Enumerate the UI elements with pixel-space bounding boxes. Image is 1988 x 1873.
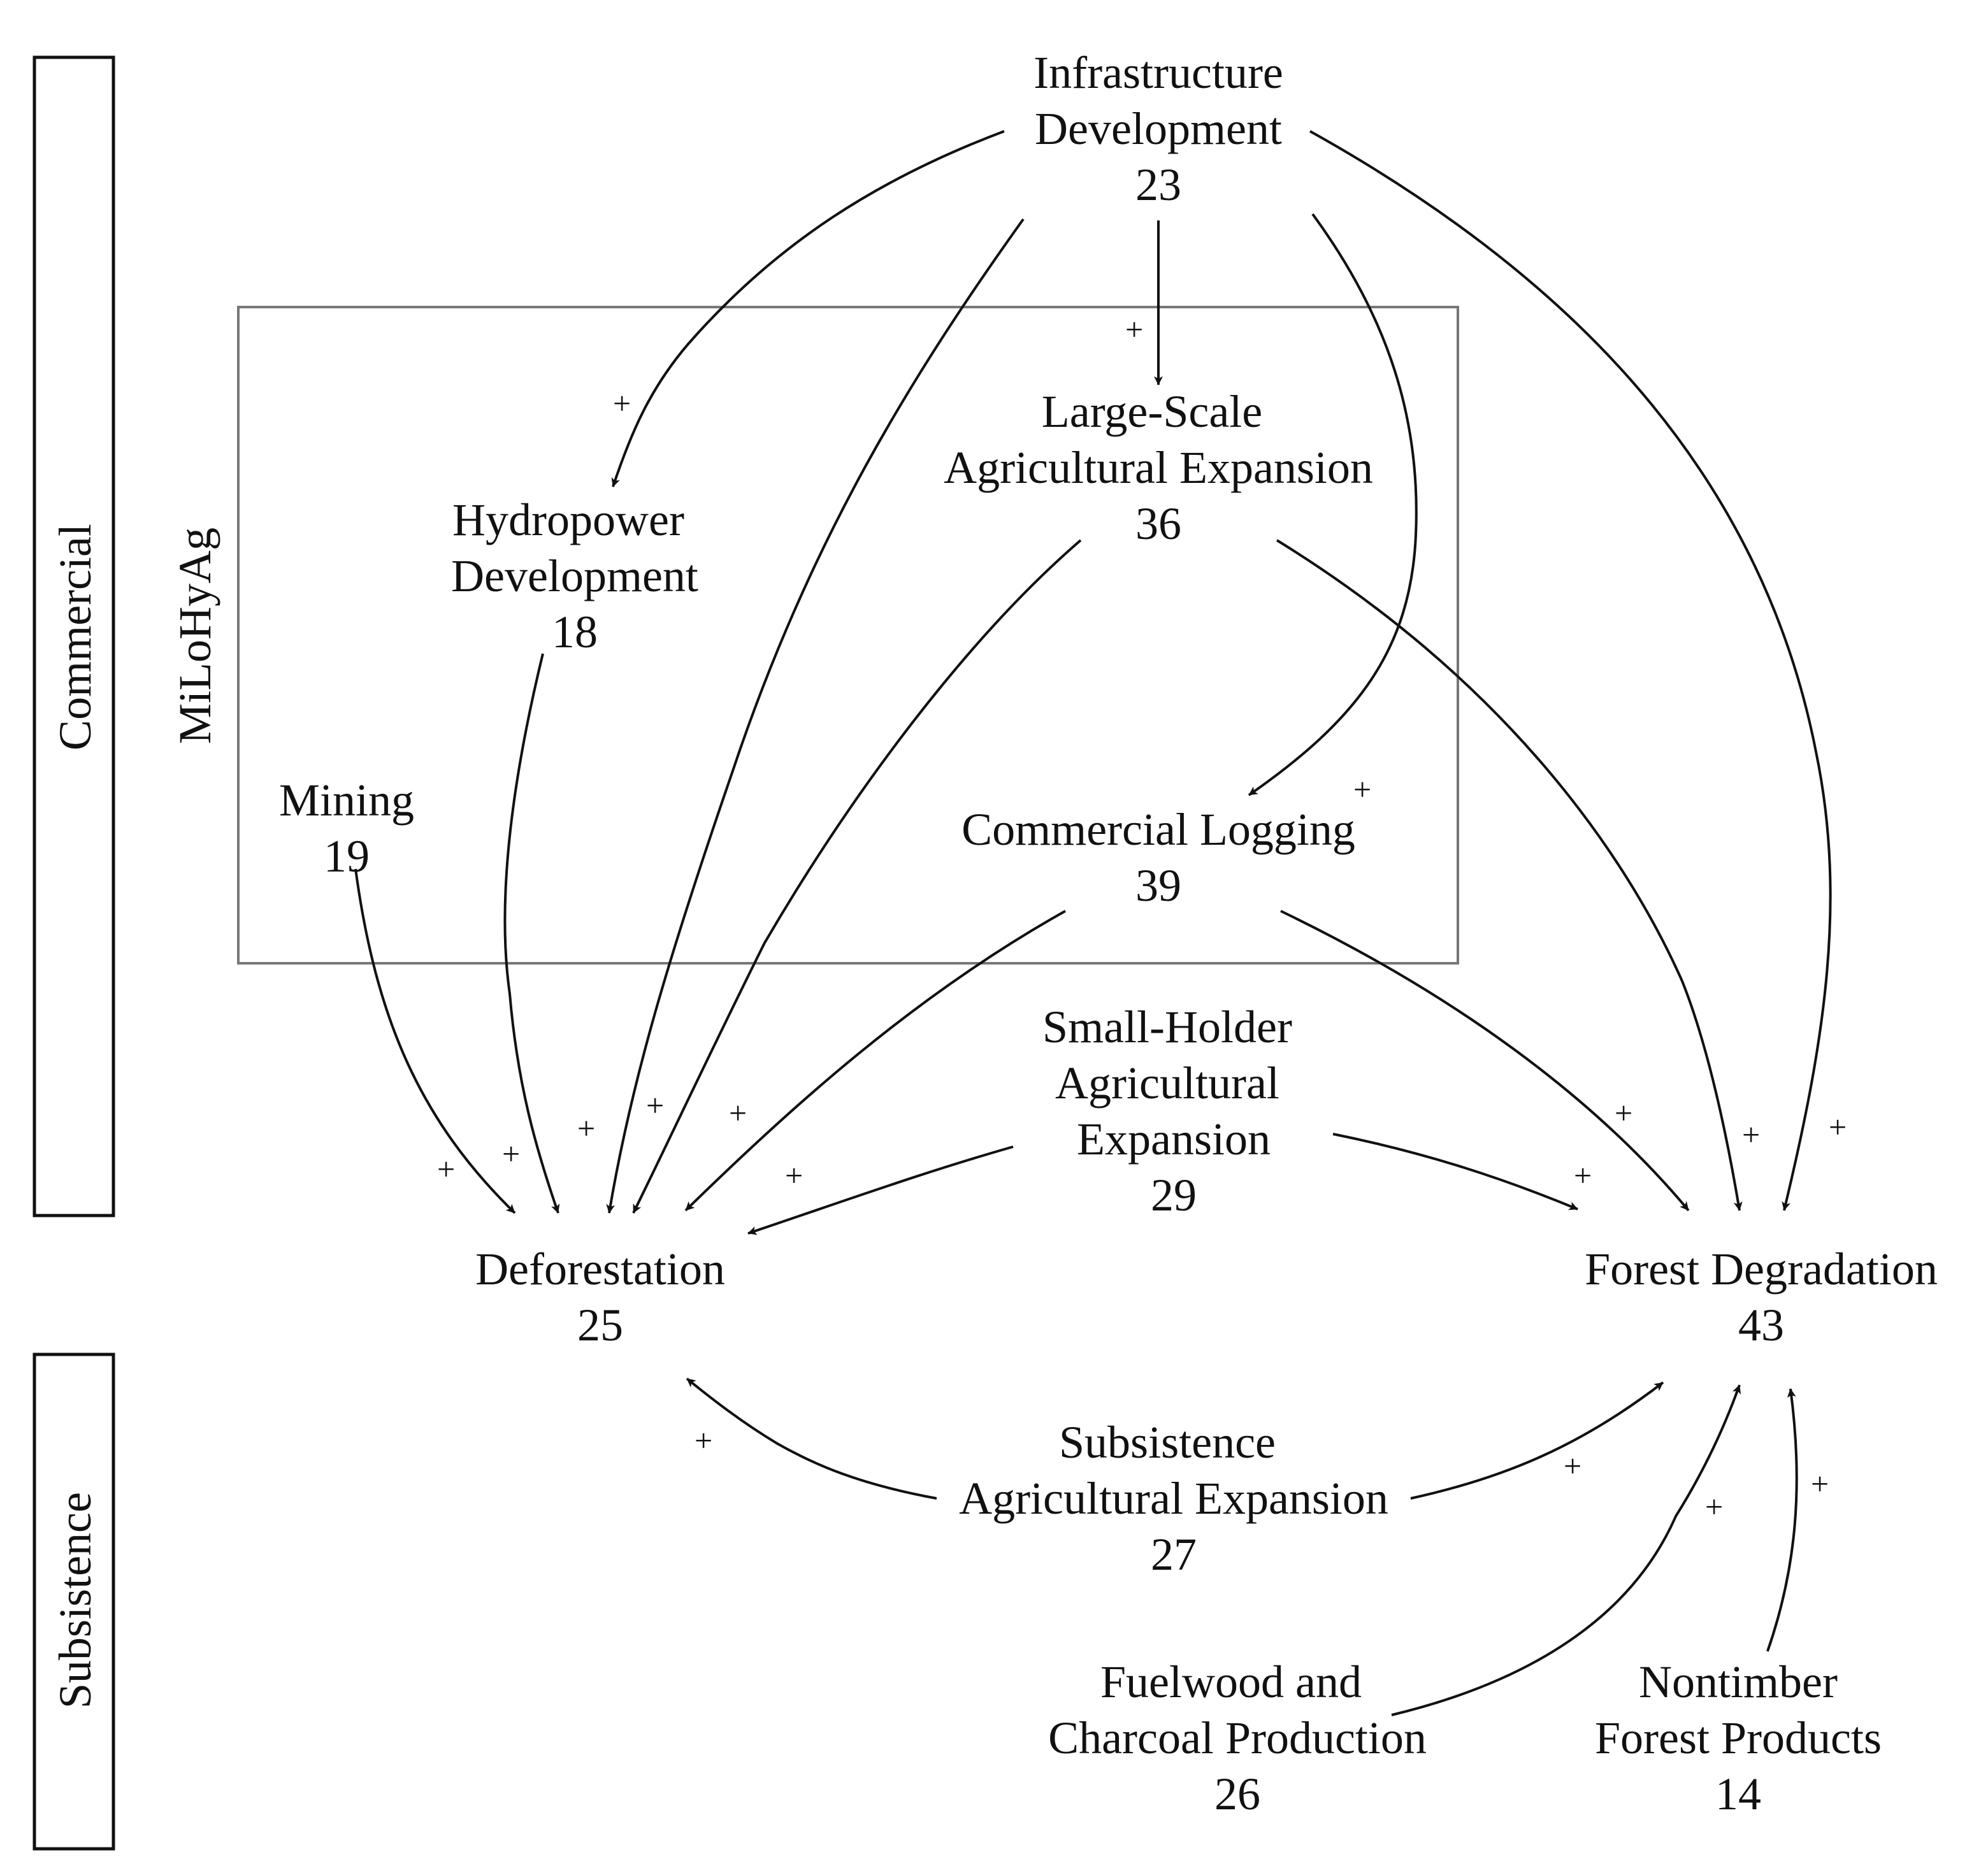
subsistence-side-box: Subsistence (32, 1353, 115, 1851)
svg-text:Commercial Logging: Commercial Logging (962, 804, 1355, 855)
svg-text:Fuelwood and: Fuelwood and (1100, 1656, 1362, 1707)
edge-mining-deforestation (354, 868, 516, 1214)
edge-largescale-deforestation (632, 539, 1082, 1214)
edge-infrastructure-deforestation (606, 218, 1025, 1214)
commercial-label: Commercial (50, 524, 101, 750)
svg-text:Deforestation: Deforestation (475, 1244, 725, 1295)
svg-text:27: 27 (1151, 1529, 1197, 1580)
node-commercial-logging: Commercial Logging 39 (962, 804, 1355, 911)
sign-infrastructure-hydropower: + (613, 385, 631, 421)
sign-infrastructure-deforestation: + (577, 1110, 595, 1146)
edge-infrastructure-logging (1248, 213, 1418, 796)
edge-fuelwood-degradation (1391, 1384, 1741, 1716)
svg-text:36: 36 (1135, 498, 1181, 549)
svg-text:Infrastructure: Infrastructure (1034, 47, 1283, 98)
sign-subsistence-degradation: + (1564, 1448, 1581, 1484)
svg-text:Forest Degradation: Forest Degradation (1585, 1244, 1938, 1295)
node-infrastructure-development: Infrastructure Development 23 (1034, 47, 1283, 210)
sign-logging-deforestation: + (729, 1095, 747, 1131)
edge-nontimber-degradation (1766, 1388, 1798, 1652)
edge-smallholder-degradation (1332, 1133, 1578, 1210)
svg-text:43: 43 (1738, 1300, 1784, 1351)
svg-text:Hydropower: Hydropower (452, 494, 684, 545)
node-forest-degradation: Forest Degradation 43 (1585, 1244, 1938, 1351)
edge-signs: + + + + + + + + + + + + + + + + + (437, 312, 1847, 1525)
svg-text:19: 19 (324, 831, 370, 882)
svg-text:Small-Holder: Small-Holder (1042, 1001, 1292, 1052)
edge-largescale-degradation (1276, 539, 1743, 1211)
svg-text:14: 14 (1715, 1769, 1761, 1819)
node-small-holder-agricultural-expansion: Small-Holder Agricultural Expansion 29 (1042, 1001, 1292, 1221)
svg-text:Charcoal Production: Charcoal Production (1048, 1712, 1427, 1763)
edge-smallholder-deforestation (747, 1145, 1014, 1235)
sign-fuelwood-degradation: + (1705, 1489, 1723, 1525)
edges (354, 130, 1832, 1716)
svg-text:Nontimber: Nontimber (1639, 1656, 1838, 1707)
sign-infrastructure-degradation: + (1829, 1109, 1847, 1145)
svg-text:25: 25 (577, 1300, 623, 1351)
svg-text:Mining: Mining (279, 775, 414, 826)
svg-text:Agricultural: Agricultural (1055, 1058, 1279, 1109)
edge-logging-degradation (1280, 910, 1690, 1212)
sign-largescale-degradation: + (1742, 1117, 1760, 1152)
sign-nontimber-degradation: + (1811, 1466, 1829, 1502)
edge-logging-deforestation (684, 910, 1066, 1212)
svg-text:29: 29 (1151, 1170, 1197, 1221)
node-large-scale-agricultural-expansion: Large-Scale Agricultural Expansion 36 (944, 386, 1373, 549)
edge-subsistence-deforestation (686, 1377, 937, 1500)
subsistence-label: Subsistence (50, 1492, 101, 1709)
sign-hydropower-deforestation: + (502, 1136, 520, 1172)
edge-subsistence-degradation (1410, 1381, 1664, 1500)
svg-text:Development: Development (1035, 103, 1282, 154)
svg-text:18: 18 (552, 606, 598, 657)
node-mining: Mining 19 (279, 775, 414, 882)
svg-text:Subsistence: Subsistence (1059, 1417, 1276, 1468)
sign-subsistence-deforestation: + (695, 1423, 712, 1458)
svg-text:Forest Products: Forest Products (1595, 1712, 1882, 1763)
svg-text:Development: Development (451, 550, 698, 601)
svg-text:Agricultural Expansion: Agricultural Expansion (959, 1473, 1388, 1524)
sign-largescale-deforestation: + (646, 1087, 664, 1123)
svg-text:39: 39 (1135, 860, 1181, 911)
edge-infrastructure-hydropower (611, 130, 1005, 487)
svg-text:Agricultural Expansion: Agricultural Expansion (944, 442, 1373, 493)
svg-text:23: 23 (1135, 159, 1181, 210)
svg-text:26: 26 (1214, 1769, 1260, 1819)
edge-hydropower-deforestation (503, 653, 560, 1214)
edge-infrastructure-degradation (1309, 130, 1832, 1211)
node-deforestation: Deforestation 25 (475, 1244, 725, 1351)
milohyag-label: MiLoHyAg (169, 527, 220, 744)
sign-logging-degradation: + (1615, 1095, 1632, 1131)
node-fuelwood-charcoal-production: Fuelwood and Charcoal Production 26 (1048, 1656, 1427, 1819)
node-hydropower-development: Hydropower Development 18 (451, 494, 698, 657)
node-nontimber-forest-products: Nontimber Forest Products 14 (1595, 1656, 1882, 1819)
commercial-side-box: Commercial (32, 55, 115, 1217)
node-subsistence-agricultural-expansion: Subsistence Agricultural Expansion 27 (959, 1417, 1388, 1580)
sign-mining-deforestation: + (437, 1151, 455, 1187)
sign-infrastructure-largescale: + (1125, 312, 1143, 347)
svg-text:Large-Scale: Large-Scale (1042, 386, 1262, 437)
milohyag-group: MiLoHyAg (169, 306, 1459, 965)
sign-smallholder-degradation: + (1574, 1158, 1592, 1193)
sign-infrastructure-logging: + (1353, 771, 1371, 807)
svg-text:Expansion: Expansion (1077, 1114, 1271, 1165)
sign-smallholder-deforestation: + (785, 1158, 803, 1193)
